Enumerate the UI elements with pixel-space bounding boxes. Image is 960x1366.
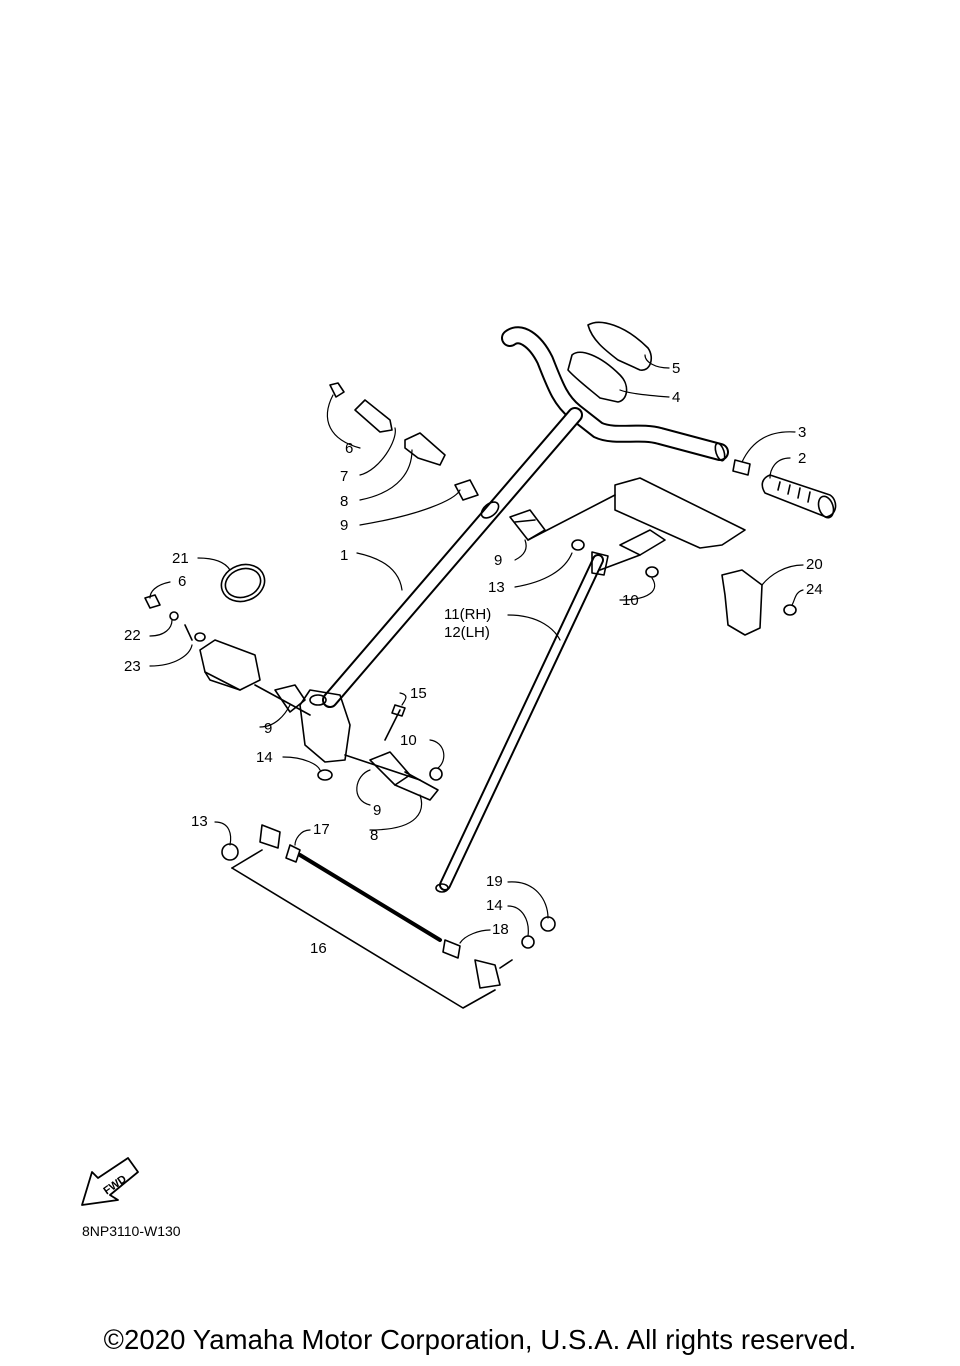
label-part-6-left: 6 (178, 573, 186, 590)
label-part-1: 1 (340, 547, 348, 564)
steering-column (322, 407, 583, 708)
label-part-13-upper: 13 (488, 579, 505, 596)
copyright-notice: ©2020 Yamaha Motor Corporation, U.S.A. A… (103, 1324, 857, 1355)
label-part-7: 7 (340, 468, 348, 485)
label-part-17: 17 (313, 821, 330, 838)
label-part-3: 3 (798, 424, 806, 441)
label-part-10-lower: 10 (400, 732, 417, 749)
nut-24 (783, 604, 797, 616)
label-part-13-lower: 13 (191, 813, 208, 830)
label-part-10-right: 10 (622, 592, 639, 609)
plate-20 (721, 569, 763, 636)
nut-10-right (645, 566, 659, 578)
label-part-6-upper: 6 (345, 440, 353, 457)
label-part-5: 5 (672, 360, 680, 377)
label-part-18: 18 (492, 921, 509, 938)
bolt-15 (384, 704, 406, 741)
label-part-14-left: 14 (256, 749, 273, 766)
label-part-22: 22 (124, 627, 141, 644)
band-21 (220, 563, 266, 603)
label-part-9-right: 9 (494, 552, 502, 569)
label-part-8-upper: 8 (340, 493, 348, 510)
label-part-9-left: 9 (264, 720, 272, 737)
label-part-16: 16 (310, 940, 327, 957)
label-part-21: 21 (172, 550, 189, 567)
label-part-4: 4 (672, 389, 680, 406)
label-part-15: 15 (410, 685, 427, 702)
fwd-label: FWD (102, 1173, 129, 1197)
bolt-6-upper (329, 382, 345, 398)
label-part-11: 11(RH) (444, 606, 491, 623)
part-labels: 1 2 3 4 5 6 6 7 8 8 9 9 9 9 10 10 11(RH)… (102, 360, 823, 1197)
fwd-arrow-icon (81, 1157, 139, 1206)
collar-3 (732, 459, 751, 476)
label-part-24: 24 (806, 581, 823, 598)
label-part-14-right: 14 (486, 897, 503, 914)
upper-bracket (354, 399, 546, 541)
grip-right (761, 474, 837, 519)
nut-13-top (571, 539, 585, 551)
tie-rod (435, 551, 609, 893)
right-bracket (527, 477, 746, 571)
label-part-2: 2 (798, 450, 806, 467)
label-part-19: 19 (486, 873, 503, 890)
left-bracket (199, 639, 311, 716)
label-part-23: 23 (124, 658, 141, 675)
leader-lines (149, 354, 804, 944)
label-part-12: 12(LH) (444, 624, 490, 641)
hand-guard-4 (567, 351, 628, 403)
label-part-20: 20 (806, 556, 823, 573)
label-part-8-lower: 8 (370, 827, 378, 844)
label-part-9-upper: 9 (340, 517, 348, 534)
bolt-6-left (144, 594, 206, 642)
diagram-code: 8NP3110-W130 (82, 1223, 181, 1239)
label-part-9-lower: 9 (373, 802, 381, 819)
hand-guard-5 (587, 321, 652, 371)
lower-column-block (274, 684, 443, 801)
connecting-rod-16 (221, 824, 556, 1009)
handlebar (501, 326, 729, 462)
